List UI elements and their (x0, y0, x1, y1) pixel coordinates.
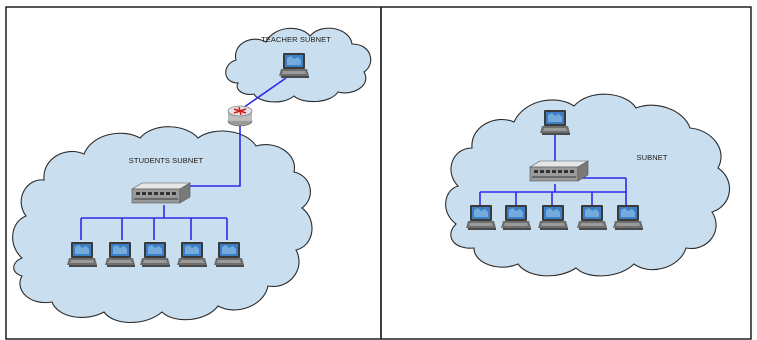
bottom-laptop-icon (466, 205, 496, 230)
teacher-laptop-icon (279, 53, 309, 78)
left-links (80, 77, 287, 240)
student-laptop-icon (67, 242, 97, 267)
bottom-laptop-icon (613, 205, 643, 230)
student-laptop-icon (214, 242, 244, 267)
subnet-label: SUBNET (636, 153, 667, 162)
right-links (479, 134, 627, 206)
students-subnet-label: STUDENTS SUBNET (129, 156, 204, 165)
bottom-laptop-icon (538, 205, 568, 230)
teacher-subnet-label: TEACHER SUBNET (261, 35, 331, 44)
left-diagram: TEACHER SUBNET STUDENTS SUBNET (12, 27, 372, 323)
figure-frame (5, 6, 752, 340)
student-laptop-icon (140, 242, 170, 267)
students-subnet-cloud: STUDENTS SUBNET (12, 126, 313, 323)
bottom-laptop-icon (501, 205, 531, 230)
student-laptop-icon (177, 242, 207, 267)
router-icon (227, 105, 253, 127)
subnet-cloud: SUBNET (445, 93, 731, 277)
top-laptop-icon (540, 110, 570, 135)
students-switch-icon (131, 182, 191, 204)
subnet-switch-icon (529, 160, 589, 182)
bottom-laptop-icon (577, 205, 607, 230)
student-laptop-icon (105, 242, 135, 267)
right-diagram: SUBNET (445, 93, 731, 277)
